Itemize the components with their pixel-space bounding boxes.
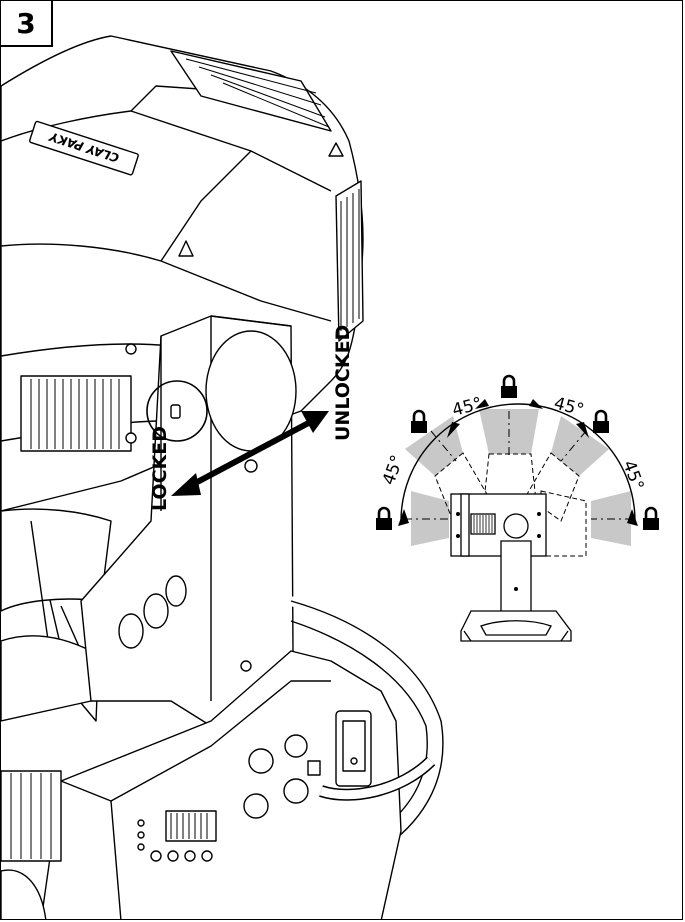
- tilt-lock-diagram: 45° 45° 45° 45°: [374, 374, 661, 642]
- angle-label-left: 45°: [379, 453, 408, 488]
- dmx-connector-out: [283, 778, 309, 804]
- diagram-yoke: [500, 540, 532, 617]
- moving-head-illustration: CLAY PAKY: [1, 35, 448, 919]
- dmx-connector-in: [284, 734, 308, 758]
- side-vent-front: [20, 375, 132, 452]
- angle-label-upper-right: 45°: [552, 394, 586, 421]
- padlock-icon-right: [641, 506, 661, 532]
- display-panel: [137, 810, 217, 862]
- lock-highlight-circle: [146, 380, 208, 442]
- sector-upper-left: [405, 416, 463, 476]
- angle-label-upper-left: 45°: [450, 394, 484, 421]
- diagram-vent: [470, 513, 496, 535]
- unlocked-label: UNLOCKED: [332, 325, 354, 441]
- padlock-icon-top: [499, 374, 519, 400]
- side-vent-right: [335, 180, 364, 342]
- locked-label: LOCKED: [149, 426, 171, 511]
- padlock-icon-upper-right: [591, 409, 611, 435]
- padlock-icon-left: [374, 506, 394, 532]
- top-vent-grille: [170, 50, 332, 132]
- base-housing: [40, 650, 402, 919]
- figure-number: 3: [16, 6, 36, 40]
- figure-number-box: 3: [1, 1, 53, 47]
- angle-label-right: 45°: [618, 458, 647, 493]
- padlock-icon-upper-left: [409, 409, 429, 435]
- sector-upper-right: [551, 416, 609, 476]
- lock-direction-arrow[interactable]: [171, 411, 329, 496]
